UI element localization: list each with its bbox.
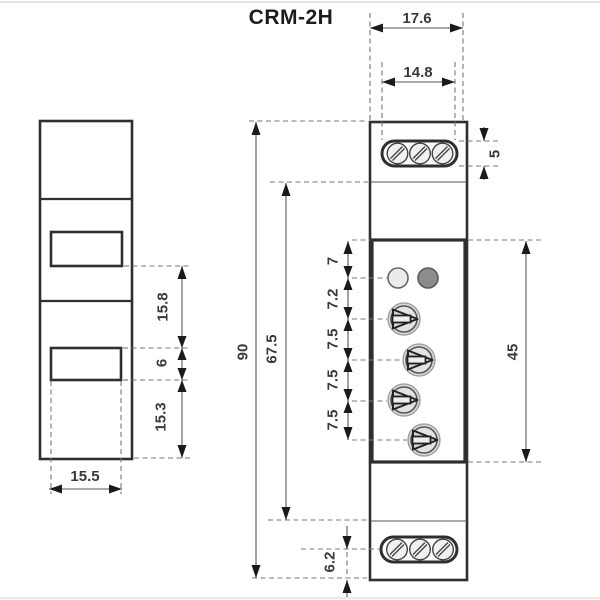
dim-faceplate-height: 45 [505, 241, 531, 462]
dim-terminal-screw-height-label: 5 [487, 150, 504, 158]
dim-switch-pitch-2-label: 7.5 [325, 370, 342, 391]
dim-switch-pitch-3-label: 7.5 [325, 410, 342, 431]
front-view-extension-lines [249, 13, 541, 579]
dim-body-height-label: 67.5 [264, 334, 281, 363]
slotted-screw-icon [409, 142, 432, 165]
dim-window-spacing-label: 15.8 [155, 292, 172, 321]
dim-bottom-terminal-offset: 6.2 [322, 526, 352, 597]
dim-faceplate-height-label: 45 [505, 344, 522, 361]
dim-led-to-switch-label: 7.2 [325, 289, 342, 310]
dim-terminal-screw-height: 5 [479, 127, 504, 180]
side-view-extension-lines [50, 265, 191, 494]
rotary-dial-pointer-icon [407, 423, 441, 457]
dim-body-height: 67.5 [264, 183, 291, 520]
dim-terminal-width: 14.8 [382, 64, 455, 87]
slotted-screw-icon [386, 538, 409, 561]
led-indicator-light [387, 267, 409, 289]
side-view: 15.8 6 15.3 15.5 [38, 119, 191, 494]
dim-face-to-led-label: 7 [325, 257, 342, 265]
top-terminal-block [380, 139, 459, 168]
dim-bottom-terminal-offset-label: 6.2 [322, 552, 339, 573]
dim-overall-width: 17.6 [370, 10, 463, 33]
slotted-screw-icon [432, 538, 455, 561]
side-view-body [38, 119, 134, 461]
slotted-screw-icon [409, 538, 432, 561]
side-view-dim-chain: 15.8 6 15.3 [153, 266, 187, 458]
bottom-terminal-block [379, 535, 459, 564]
side-view-window-lower [49, 346, 123, 382]
slotted-screw-icon [386, 142, 409, 165]
rotary-dial-pointer-icon [387, 302, 421, 336]
dim-switch-pitch-1-label: 7.5 [325, 329, 342, 350]
dim-overall-height-label: 90 [235, 344, 252, 361]
dim-terminal-width-label: 14.8 [403, 64, 432, 81]
rotary-dial-pointer-icon [387, 383, 421, 417]
dim-control-spacing-chain: 7 7.2 7.5 7.5 7.5 [325, 241, 353, 440]
page-title: CRM-2H [249, 6, 334, 29]
dim-window-height-label: 6 [154, 359, 171, 367]
front-view: 17.6 14.8 5 90 67.5 [235, 10, 541, 597]
dim-base-width-label: 15.5 [70, 468, 99, 485]
led-indicator-dark [417, 267, 439, 289]
rotary-dial-pointer-icon [402, 343, 436, 377]
dim-lower-section-label: 15.3 [153, 402, 170, 431]
side-view-dim-width: 15.5 [49, 468, 122, 494]
slotted-screw-icon [431, 142, 454, 165]
dim-overall-height: 90 [235, 122, 261, 578]
dim-overall-width-label: 17.6 [402, 10, 431, 27]
side-view-window-upper [49, 230, 124, 268]
